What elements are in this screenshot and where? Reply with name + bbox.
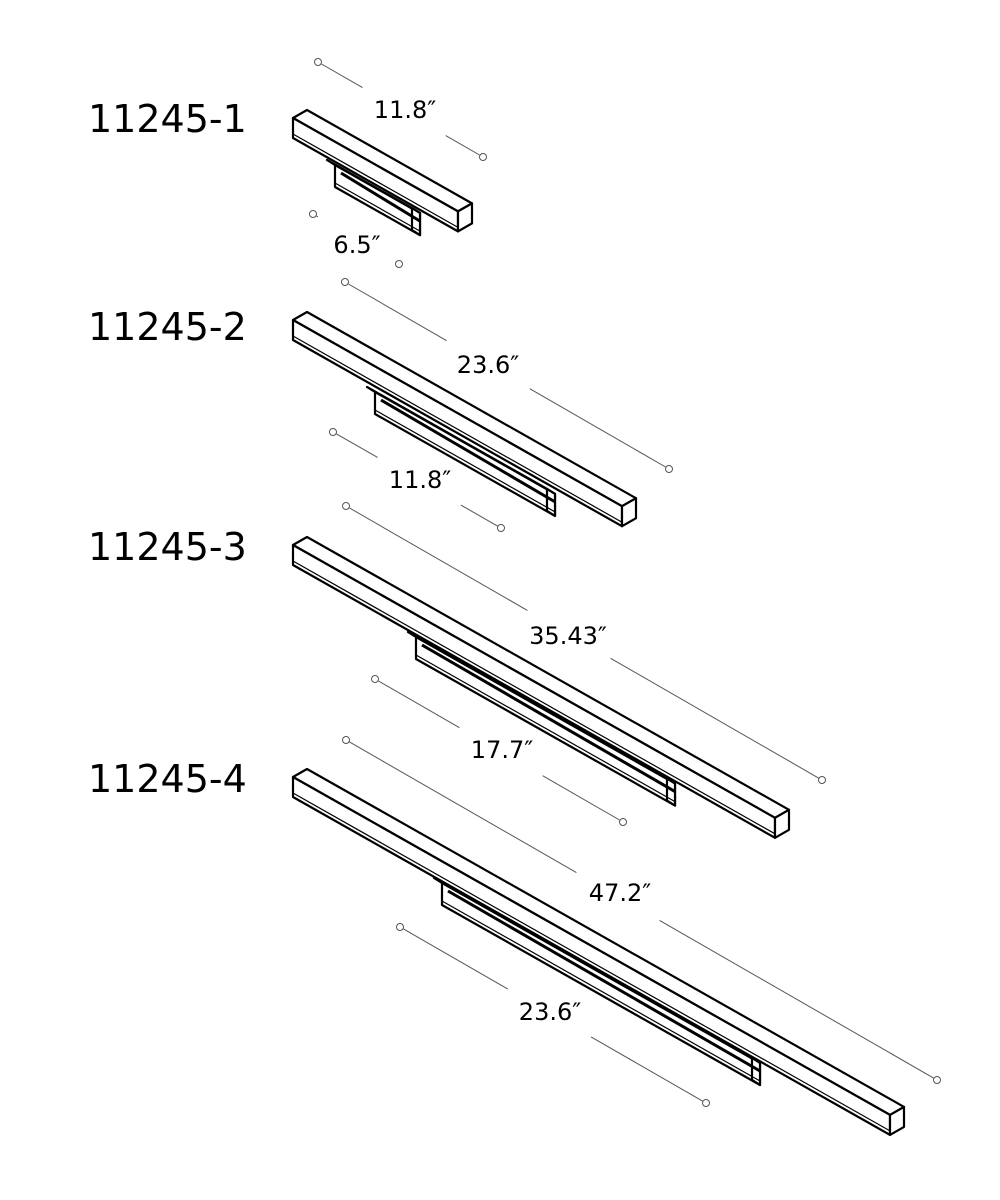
- overall-length-dimension-start-point: [341, 278, 349, 286]
- overall-length-dimension-line: [659, 919, 934, 1079]
- light-bar-inner-line: [292, 560, 776, 835]
- mounting-bracket-inner-line: [415, 654, 676, 803]
- overall-length-dimension-line: [348, 283, 447, 342]
- model-number: 11245-3: [88, 525, 247, 569]
- overall-length-dimension-line: [349, 507, 528, 611]
- bracket-rail: [380, 398, 556, 504]
- overall-length-dimension-start-point: [342, 502, 350, 510]
- bracket-length-dimension-start-point: [371, 675, 379, 683]
- overall-length-dimension-line: [445, 135, 480, 156]
- bracket-length-dimension-line: [316, 215, 319, 218]
- mounting-bracket-inner-line: [441, 900, 761, 1082]
- light-bar-end: [620, 497, 638, 528]
- overall-length-dimension-line: [610, 657, 819, 779]
- bracket-length-dimension-line: [590, 1036, 703, 1102]
- overall-length-dimension-end-point: [665, 465, 673, 473]
- bracket-length-dimension-end-point: [702, 1099, 710, 1107]
- overall-length-dimension-start-point: [342, 736, 350, 744]
- bracket-length-dimension-end-point: [395, 260, 403, 268]
- bracket-length-dimension-label: 11.8″: [389, 466, 451, 494]
- light-bar-end: [456, 202, 474, 233]
- overall-length-dimension-label: 23.6″: [457, 351, 519, 379]
- overall-length-dimension-end-point: [479, 153, 487, 161]
- bracket-length-dimension-end-point: [497, 524, 505, 532]
- mounting-bracket-inner-line: [374, 409, 556, 513]
- fixture-11245-2: 11245-2 23.6″ 11.8″: [88, 278, 673, 532]
- overall-length-dimension-line: [349, 741, 577, 873]
- bracket-length-dimension-start-point: [396, 923, 404, 931]
- overall-length-dimension-line: [321, 63, 363, 89]
- bracket-length-dimension-label: 17.7″: [471, 736, 533, 764]
- light-bar-front: [291, 543, 777, 839]
- mounting-bracket-inner-line: [334, 182, 421, 232]
- light-bar-inner-line: [292, 133, 459, 228]
- model-number: 11245-1: [88, 97, 247, 141]
- light-bar-top: [291, 767, 906, 1117]
- overall-length-dimension-label: 35.43″: [529, 622, 607, 650]
- fixture-11245-1: 11245-1 11.8″ 6.5″: [88, 58, 487, 268]
- light-bar-end: [888, 1105, 906, 1137]
- bracket-rail: [340, 171, 421, 223]
- overall-length-dimension-label: 11.8″: [374, 96, 436, 124]
- bracket-length-dimension-line: [403, 928, 509, 990]
- bracket-length-dimension-line: [378, 680, 460, 729]
- light-bar-front: [291, 116, 460, 233]
- overall-length-dimension-start-point: [314, 58, 322, 66]
- light-bar-top: [291, 310, 638, 508]
- light-bar-inner-line: [292, 335, 623, 523]
- light-bar-front: [291, 775, 892, 1137]
- bracket-length-dimension-line: [336, 433, 378, 458]
- bracket-length-dimension-label: 6.5″: [333, 231, 380, 259]
- bracket-length-dimension-line: [460, 504, 498, 527]
- overall-length-dimension-label: 47.2″: [589, 879, 651, 907]
- bracket-rail: [447, 889, 761, 1073]
- bracket-length-dimension-start-point: [309, 210, 317, 218]
- model-number: 11245-4: [88, 757, 247, 801]
- bracket-length-dimension-line: [542, 775, 620, 821]
- light-bar-inner-line: [292, 792, 891, 1132]
- light-bar-top: [291, 535, 791, 819]
- mounting-bracket-front: [414, 635, 677, 807]
- light-bar-end: [773, 808, 791, 839]
- bracket-length-dimension-end-point: [619, 818, 627, 826]
- bracket-rail: [421, 643, 676, 793]
- model-number: 11245-2: [88, 305, 247, 349]
- mounting-bracket-front: [440, 881, 762, 1087]
- bracket-length-dimension-start-point: [329, 428, 337, 436]
- bracket-length-dimension-label: 23.6″: [519, 998, 581, 1026]
- overall-length-dimension-end-point: [933, 1076, 941, 1084]
- fixture-11245-3: 11245-3 35.43″ 17.7″: [88, 502, 826, 839]
- fixture-11245-4: 11245-4 47.2″ 23.6″: [88, 736, 941, 1137]
- overall-length-dimension-end-point: [818, 776, 826, 784]
- overall-length-dimension-line: [529, 388, 666, 468]
